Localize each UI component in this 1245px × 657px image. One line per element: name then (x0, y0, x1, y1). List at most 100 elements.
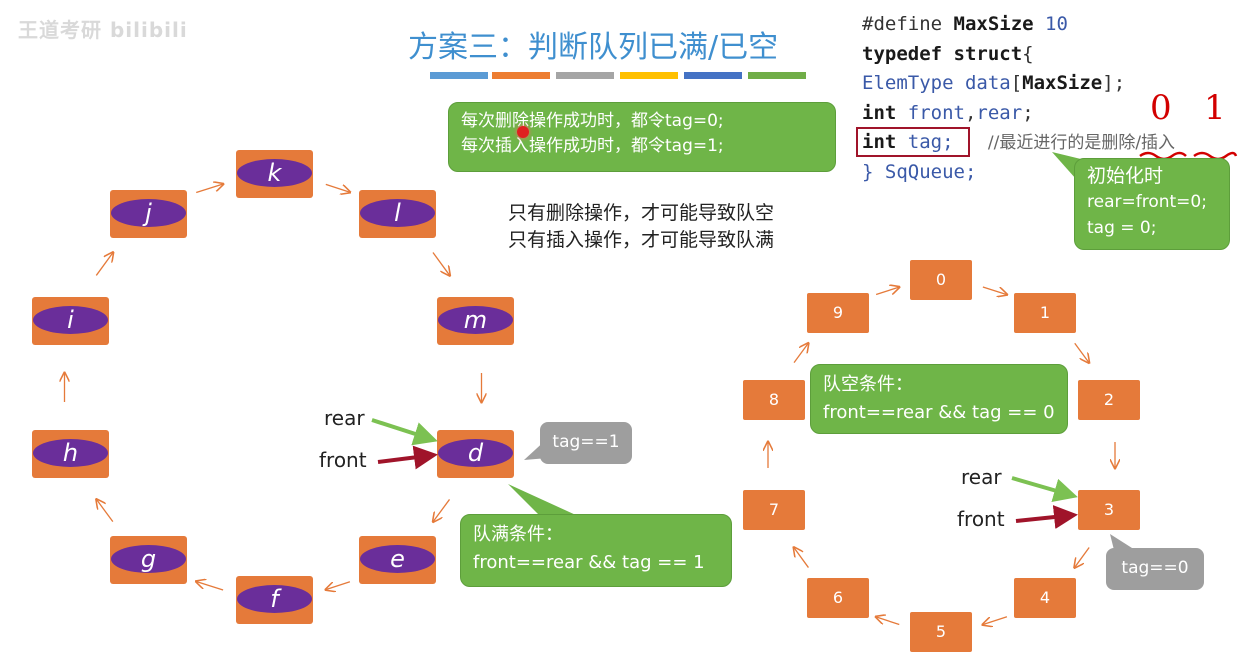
note-line: 只有插入操作，才可能导致队满 (508, 229, 775, 251)
code-brace: { (1022, 42, 1034, 65)
code-keyword: #define (862, 13, 954, 35)
right-queue-slot: 7 (743, 490, 805, 530)
left-queue-node: f (236, 576, 313, 624)
title-bar-segment (492, 72, 550, 79)
node-element-label: k (237, 159, 312, 187)
right-queue-slot: 6 (807, 578, 869, 618)
code-line-1: #define MaxSize 10 (862, 10, 1175, 40)
left-queue-node: j (110, 190, 187, 238)
title-bar-segment (684, 72, 742, 79)
ring-arrow (326, 581, 351, 590)
left-queue-node: g (110, 536, 187, 584)
right-queue-slot: 0 (910, 260, 972, 300)
callout-text: front==rear && tag == 1 (473, 552, 705, 573)
tag-badge-right: tag==0 (1106, 548, 1204, 590)
empty-condition-callout: 队空条件： front==rear && tag == 0 (810, 364, 1068, 434)
node-element-label: j (111, 199, 186, 227)
title-bar-segment (430, 72, 488, 79)
code-bracket: ]; (1102, 72, 1126, 94)
ring-arrow (982, 286, 1007, 295)
title-bar-segment (620, 72, 678, 79)
node-element-label: g (111, 545, 186, 573)
code-line-4: int front,rear; (862, 99, 1175, 129)
ring-arrow (196, 184, 223, 194)
ring-arrow (1075, 547, 1090, 567)
ring-arrow (196, 581, 224, 591)
code-identifier: MaxSize (953, 13, 1034, 35)
left-front-arrow (377, 445, 438, 470)
left-queue-node: i (32, 297, 109, 345)
callout-text: 每次插入操作成功时，都令tag=1; (461, 136, 724, 156)
code-keyword: typedef struct (862, 42, 1023, 65)
code-field: rear (976, 101, 1023, 124)
code-line-3: ElemType data[MaxSize]; (862, 69, 1175, 99)
left-queue-node: k (236, 150, 313, 198)
code-struct-end: } SqQueue; (862, 160, 977, 183)
code-line-5: int tag; //最近进行的是删除/插入 (862, 128, 1175, 158)
code-line-6: } SqQueue; (862, 158, 1175, 188)
tag-badge-left: tag==1 (540, 422, 632, 464)
ring-arrow (433, 499, 451, 521)
ring-arrow (793, 343, 808, 364)
code-identifier: MaxSize (1022, 72, 1103, 94)
handwritten-zero: 0 (1150, 88, 1172, 128)
ring-arrow (96, 499, 114, 523)
ring-arrow (983, 616, 1008, 625)
node-element-label: l (360, 199, 435, 227)
right-queue-slot: 9 (807, 293, 869, 333)
ops-callout: 每次删除操作成功时，都令tag=0; 每次插入操作成功时，都令tag=1; (448, 102, 836, 172)
node-element-label: i (33, 306, 108, 334)
right-queue-slot: 2 (1078, 380, 1140, 420)
node-element-label: e (360, 545, 435, 573)
left-queue-node: d (437, 430, 514, 478)
callout-text: 队满条件： (473, 524, 563, 545)
tag-highlight-box (856, 127, 970, 157)
code-line-2: typedef struct{ (862, 40, 1175, 70)
right-front-label: front (957, 507, 1005, 531)
title-bar-segment (748, 72, 806, 79)
init-callout: 初始化时 rear=front=0; tag = 0; (1074, 158, 1230, 250)
node-element-label: d (438, 439, 513, 467)
left-front-label: front (319, 448, 367, 472)
code-sep: ; (1022, 101, 1034, 124)
left-queue-node: m (437, 297, 514, 345)
ring-arrow (876, 617, 900, 626)
callout-text: 每次删除操作成功时，都令tag=0; (461, 111, 724, 131)
code-keyword: int (862, 101, 897, 124)
left-queue-node: h (32, 430, 109, 478)
note-text: 只有删除操作，才可能导致队空 只有插入操作，才可能导致队满 (508, 200, 774, 254)
ring-arrow (1074, 342, 1089, 362)
right-queue-slot: 3 (1078, 490, 1140, 530)
callout-text: 队空条件： (823, 374, 913, 395)
code-field: front (896, 101, 965, 124)
right-queue-slot: 1 (1014, 293, 1076, 333)
ring-arrow (432, 252, 450, 275)
code-block: #define MaxSize 10 typedef struct{ ElemT… (862, 10, 1175, 187)
full-condition-callout: 队满条件： front==rear && tag == 1 (460, 514, 732, 587)
node-element-label: f (237, 585, 312, 613)
full-callout-tail (508, 484, 578, 516)
title-bar-segment (556, 72, 614, 79)
code-sep: , (964, 101, 977, 124)
callout-text: rear=front=0; (1087, 192, 1207, 212)
right-queue-slot: 8 (743, 380, 805, 420)
callout-text: tag = 0; (1087, 218, 1157, 238)
left-rear-label: rear (324, 406, 365, 430)
slide-title: 方案三：判断队列已满/已空 (408, 30, 779, 65)
callout-text: front==rear && tag == 0 (823, 402, 1055, 423)
right-front-arrow (1015, 505, 1078, 529)
right-queue-slot: 4 (1014, 578, 1076, 618)
right-rear-label: rear (961, 465, 1002, 489)
pointer-dot (517, 126, 529, 138)
ring-arrow (794, 547, 809, 568)
handwritten-one: 1 (1204, 88, 1226, 128)
watermark-logo: 王道考研 bilibili (18, 18, 188, 42)
code-type: ElemType data (862, 72, 1011, 94)
node-element-label: h (33, 439, 108, 467)
left-rear-arrow (371, 418, 438, 446)
code-comment: //最近进行的是删除/插入 (987, 133, 1176, 153)
left-queue-node: l (359, 190, 436, 238)
code-field: tag; (896, 131, 954, 153)
ring-arrow (325, 183, 350, 192)
